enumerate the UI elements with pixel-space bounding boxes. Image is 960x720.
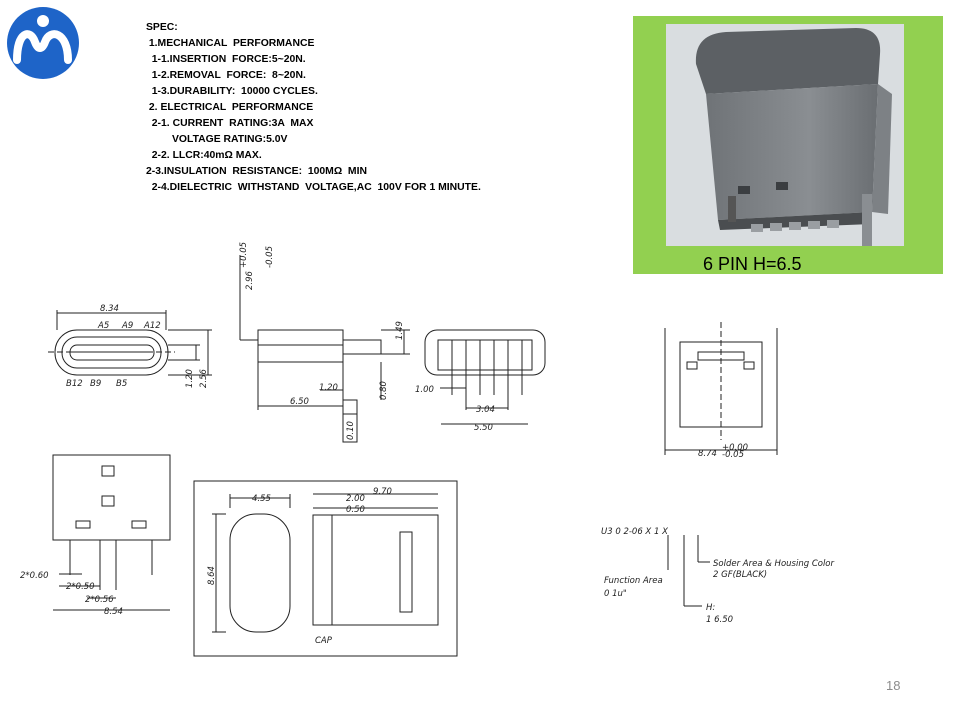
spec-block: SPEC: 1.MECHANICAL PERFORMANCE 1-1.INSER…	[146, 20, 616, 196]
front-width-label: 8.34	[100, 304, 119, 314]
bottom-c-label: 2*0.56	[85, 595, 114, 605]
part-number-code: U3 0 2-06 X 1 X	[601, 527, 668, 537]
pin-b12-label: B12	[66, 379, 83, 389]
render-caption: 6 PIN H=6.5	[703, 254, 802, 274]
page-number: 18	[886, 678, 901, 693]
spec-line: 2. ELECTRICAL PERFORMANCE	[146, 102, 314, 113]
cap-label: CAP	[315, 636, 333, 646]
top-width-label: 8.74	[698, 449, 717, 459]
height-label: H:	[706, 603, 715, 613]
spec-line: 2-4.DIELECTRIC WITHSTAND VOLTAGE,AC 100V…	[146, 182, 481, 193]
function-area-label: Function Area	[604, 576, 663, 586]
function-area-value: 0 1u"	[604, 589, 627, 599]
cap-h-label: 8.64	[207, 566, 217, 585]
spec-line: 2-2. LLCR:40mΩ MAX.	[146, 150, 262, 161]
front-h1-label: 1.20	[185, 369, 195, 388]
side-tol-label: 2.96	[245, 270, 255, 290]
rear-b-label: 3.04	[476, 405, 495, 415]
part-number-callout: U3 0 2-06 X 1 X Solder Area & Housing Co…	[601, 527, 835, 625]
solder-area-label: Solder Area & Housing Color	[713, 559, 835, 569]
solder-area-value: 2 GF(BLACK)	[713, 570, 767, 580]
cap-w-label: 4.55	[252, 494, 271, 504]
rear-view-drawing: 1.00 3.04 5.50	[415, 329, 546, 433]
spec-line: 1-3.DURABILITY: 10000 CYCLES.	[146, 86, 318, 97]
company-logo	[7, 7, 79, 79]
spec-line: 2-3.INSULATION RESISTANCE: 100MΩ MIN	[146, 166, 367, 177]
connector-3d-render	[666, 24, 904, 246]
spec-line: VOLTAGE RATING:5.0V	[146, 134, 288, 145]
bottom-w-label: 8.54	[104, 607, 123, 617]
pin-a12-label: A12	[143, 321, 161, 331]
side-tol-sup: +0.05	[239, 242, 249, 268]
pin-b9-label: B9	[90, 379, 101, 389]
bottom-view-drawing: 2*0.60 2*0.50 2*0.56 8.54	[20, 454, 171, 617]
height-value: 1 6.50	[706, 615, 733, 625]
side-tol-sub: -0.05	[265, 246, 275, 268]
front-h2-label: 2.56	[199, 368, 209, 388]
spec-line: 2-1. CURRENT RATING:3A MAX	[146, 118, 314, 129]
bottom-b-label: 2*0.50	[66, 582, 95, 592]
spec-line: 1-2.REMOVAL FORCE: 8~20N.	[146, 70, 306, 81]
spec-line: SPEC:	[146, 22, 178, 33]
top-width-sub: -0.05	[722, 450, 744, 460]
side-len-label: 6.50	[290, 397, 309, 407]
front-view-drawing: 8.34 A5 A9 A12 B12 B9 B5 1.20 2.56	[48, 304, 212, 389]
side-h-label: 1.49	[395, 321, 405, 340]
cap-b-label: 0.50	[346, 505, 365, 515]
side-view-drawing: 2.96 +0.05 -0.05 1.49 1.20 0.80 6.50 0.1…	[239, 242, 410, 443]
top-width-sup: +0.00	[722, 443, 748, 453]
pin-b5-label: B5	[116, 379, 127, 389]
bottom-a-label: 2*0.60	[20, 571, 49, 581]
cap-drawing: 4.55 8.64 2.00 0.50 9.70 CAP	[193, 480, 458, 657]
cap-c-label: 9.70	[373, 487, 392, 497]
spec-line: 1-1.INSERTION FORCE:5~20N.	[146, 54, 306, 65]
top-view-drawing: 8.74 +0.00 -0.05	[664, 322, 778, 460]
pin-a5-label: A5	[97, 321, 109, 331]
pin-a9-label: A9	[121, 321, 133, 331]
rear-c-label: 5.50	[474, 423, 493, 433]
flatness-label: 0.10	[346, 421, 356, 440]
side-b-label: 0.80	[379, 381, 389, 400]
side-a-label: 1.20	[319, 383, 338, 393]
rear-a-label: 1.00	[415, 385, 434, 395]
render-panel: 6 PIN H=6.5	[633, 16, 943, 274]
spec-line: 1.MECHANICAL PERFORMANCE	[146, 38, 315, 49]
cap-a-label: 2.00	[346, 494, 365, 504]
